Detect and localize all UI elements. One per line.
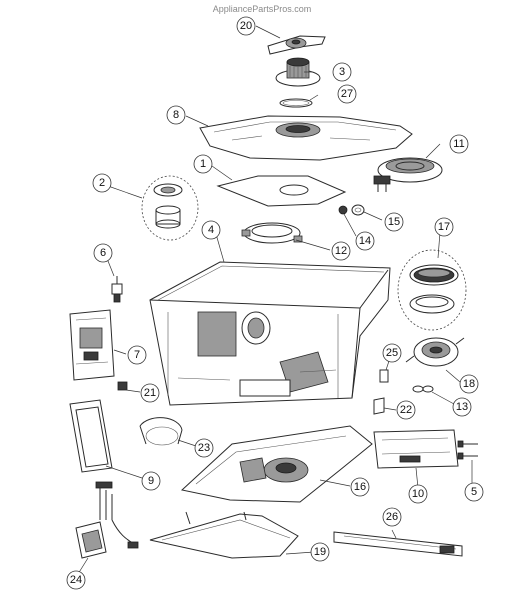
part-18-drain-pump[interactable] bbox=[405, 337, 465, 367]
svg-text:5: 5 bbox=[471, 486, 477, 498]
part-23-hose-clamp[interactable] bbox=[139, 417, 183, 446]
part-12-sump-ring[interactable] bbox=[241, 222, 303, 244]
svg-text:15: 15 bbox=[388, 216, 400, 228]
svg-text:27: 27 bbox=[341, 88, 353, 100]
svg-text:1: 1 bbox=[200, 158, 206, 170]
callout-18: 18 bbox=[459, 374, 479, 394]
svg-text:25: 25 bbox=[386, 347, 398, 359]
callout-5: 5 bbox=[464, 482, 484, 502]
callout-8: 8 bbox=[166, 105, 186, 125]
svg-text:26: 26 bbox=[386, 511, 398, 523]
part-20-upper-spray-arm[interactable] bbox=[267, 35, 326, 55]
svg-text:13: 13 bbox=[456, 401, 468, 413]
callout-2: 2 bbox=[92, 173, 112, 193]
callout-17: 17 bbox=[434, 217, 454, 237]
svg-text:7: 7 bbox=[134, 349, 140, 361]
svg-text:6: 6 bbox=[100, 247, 106, 259]
callout-21: 21 bbox=[140, 383, 160, 403]
svg-text:22: 22 bbox=[400, 404, 412, 416]
callout-9: 9 bbox=[141, 471, 161, 491]
callout-22: 22 bbox=[396, 400, 416, 420]
svg-text:9: 9 bbox=[148, 475, 154, 487]
part-6-sensor[interactable] bbox=[111, 276, 123, 303]
part-22-strip[interactable] bbox=[373, 397, 385, 415]
part-4-tub[interactable] bbox=[149, 261, 391, 406]
callout-26: 26 bbox=[382, 507, 402, 527]
part-14-ball-valve[interactable] bbox=[338, 205, 348, 215]
part-5-screws[interactable] bbox=[457, 440, 478, 460]
svg-text:20: 20 bbox=[240, 20, 252, 32]
callout-1: 1 bbox=[193, 154, 213, 174]
part-13-fitting[interactable] bbox=[412, 385, 434, 393]
callout-3: 3 bbox=[332, 62, 352, 82]
svg-text:24: 24 bbox=[70, 574, 82, 586]
callout-24: 24 bbox=[66, 570, 86, 590]
part-19-kick-plate[interactable] bbox=[149, 511, 299, 559]
callout-13: 13 bbox=[452, 397, 472, 417]
callout-6: 6 bbox=[93, 243, 113, 263]
part-7-control-module[interactable] bbox=[69, 309, 115, 381]
part-3-pump-assembly[interactable] bbox=[275, 57, 321, 87]
part-24-wire-harness[interactable] bbox=[75, 481, 139, 559]
svg-text:12: 12 bbox=[335, 245, 347, 257]
svg-text:18: 18 bbox=[463, 378, 475, 390]
part-11-heater-disc[interactable] bbox=[373, 157, 443, 192]
callout-25: 25 bbox=[382, 343, 402, 363]
callout-20: 20 bbox=[236, 16, 256, 36]
callout-16: 16 bbox=[350, 477, 370, 497]
svg-text:10: 10 bbox=[412, 488, 424, 500]
callout-11: 11 bbox=[449, 134, 469, 154]
svg-text:23: 23 bbox=[198, 442, 210, 454]
callout-19: 19 bbox=[310, 542, 330, 562]
part-25-bracket[interactable] bbox=[379, 369, 389, 383]
part-8-sump-cover[interactable] bbox=[199, 115, 413, 161]
part-27-o-ring[interactable] bbox=[279, 98, 313, 108]
callout-15: 15 bbox=[384, 212, 404, 232]
svg-text:2: 2 bbox=[99, 177, 105, 189]
part-15-grommet[interactable] bbox=[351, 204, 365, 216]
part-10-electronic-board[interactable] bbox=[373, 429, 459, 469]
watermark-text: AppliancePartsPros.com bbox=[212, 4, 312, 14]
svg-text:8: 8 bbox=[173, 109, 179, 121]
svg-text:21: 21 bbox=[144, 387, 156, 399]
callout-27: 27 bbox=[337, 84, 357, 104]
callout-7: 7 bbox=[127, 345, 147, 365]
svg-text:16: 16 bbox=[354, 481, 366, 493]
callout-14: 14 bbox=[355, 231, 375, 251]
part-17-gasket-set[interactable] bbox=[397, 249, 467, 331]
callout-10: 10 bbox=[408, 484, 428, 504]
part-26-control-panel-strip[interactable] bbox=[333, 531, 463, 557]
callout-12: 12 bbox=[331, 241, 351, 261]
svg-text:4: 4 bbox=[208, 224, 214, 236]
part-16-base-pan[interactable] bbox=[180, 425, 373, 503]
part-9-panel-frame[interactable] bbox=[69, 399, 113, 473]
svg-text:19: 19 bbox=[314, 546, 326, 558]
callout-4: 4 bbox=[201, 220, 221, 240]
svg-text:11: 11 bbox=[453, 138, 464, 150]
callout-23: 23 bbox=[194, 438, 214, 458]
svg-text:14: 14 bbox=[359, 235, 371, 247]
svg-text:3: 3 bbox=[339, 66, 345, 78]
svg-text:17: 17 bbox=[438, 221, 450, 233]
part-1-filter-plate[interactable] bbox=[216, 175, 347, 207]
part-21-clip[interactable] bbox=[117, 381, 128, 391]
part-2-filter-assembly[interactable] bbox=[141, 175, 199, 241]
